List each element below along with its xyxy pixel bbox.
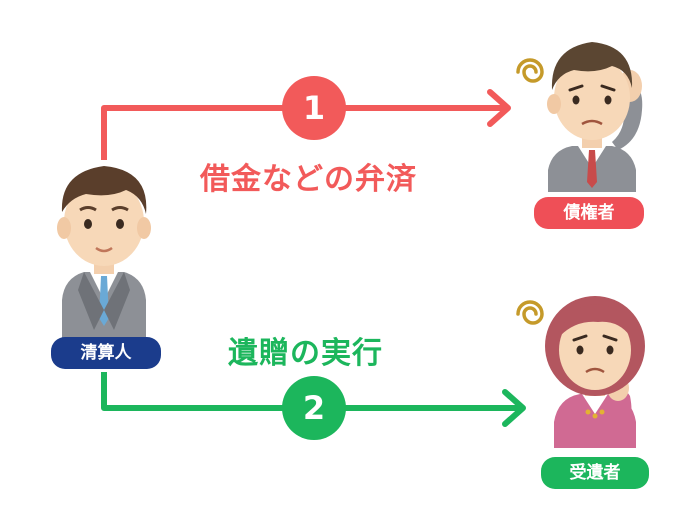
flow-line-bequest (101, 372, 526, 427)
step-1-circle: 1 (282, 76, 346, 140)
creditor-badge: 債権者 (534, 197, 644, 229)
beneficiary-badge: 受遺者 (541, 457, 649, 489)
step-2-circle: 2 (282, 376, 346, 440)
step-2-number: 2 (303, 389, 325, 427)
creditor-figure (516, 42, 643, 192)
flow-line-debt-repayment (101, 89, 511, 160)
beneficiary-figure (516, 296, 645, 448)
executor-figure (57, 166, 151, 340)
step-1-label: 借金などの弁済 (200, 162, 417, 197)
executor-badge: 清算人 (51, 337, 161, 369)
step-1-number: 1 (303, 89, 325, 127)
step-2-label: 遺贈の実行 (228, 336, 383, 371)
